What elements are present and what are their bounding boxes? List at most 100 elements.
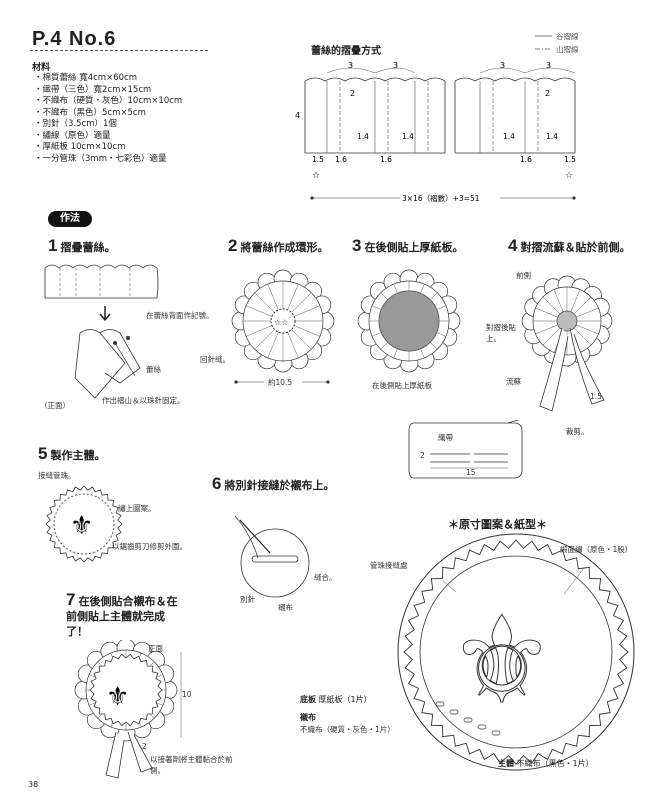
step-7-note-front: 正面 <box>148 644 163 653</box>
step-4-note-cut: 裁剪。 <box>566 427 589 436</box>
step-4-d2: 2 <box>420 451 425 460</box>
step-4-note-ribbon: 織帶 <box>438 433 453 442</box>
step-2-note-stitch: 回針縫。 <box>200 355 230 364</box>
star-icon: ☆☆ <box>274 318 288 327</box>
step-6-note-lining: 襯布 <box>278 603 293 612</box>
step-4-note-front: 前側 <box>516 271 531 280</box>
step-2-note-size: 約10.5 <box>268 378 293 387</box>
dim-1-4: 1.4 <box>402 132 414 141</box>
material-item: 不織布（硬質・灰色）10cm×10cm <box>34 96 183 108</box>
step-5-note-beads: 接縫管珠。 <box>38 471 76 480</box>
material-item: 別針（3.5cm）1個 <box>34 119 182 131</box>
page-title: P.4 No.6 <box>32 28 117 50</box>
dim-1-6: 1.6 <box>520 155 532 164</box>
fleur-de-lis-icon: ⚜ <box>70 511 93 541</box>
pattern-lining-spec: 不織布（硬質・灰色・1片） <box>300 725 395 734</box>
total-length-label: 3×16（褶數）+3=51 <box>402 193 480 203</box>
down-arrow-icon <box>99 306 111 322</box>
pattern-diagram: ⚜ <box>397 533 635 771</box>
material-item: 織帶（三色）寬2cm×15cm <box>34 85 182 97</box>
step-6-note-pin: 別針 <box>240 595 255 604</box>
dim-1-5: 1.5 <box>312 155 324 164</box>
title-divider <box>30 50 208 51</box>
tassel-right <box>127 731 153 773</box>
tassel-left <box>105 731 125 779</box>
dim-3: 3 <box>393 61 398 70</box>
step-2-rosette: ☆☆ <box>231 269 335 373</box>
step-3-rosette <box>357 269 461 373</box>
dim-1-4: 1.4 <box>357 132 369 141</box>
dim-3: 3 <box>348 61 353 70</box>
dim-1-4: 1.4 <box>546 132 558 141</box>
mountain-fold-legend: 山摺線 <box>556 44 579 54</box>
tassel-right <box>569 327 605 405</box>
step-7-note-10: 10 <box>182 690 192 699</box>
folded-lace <box>74 329 126 399</box>
ribbon-callout <box>408 420 523 479</box>
materials-list: 棉質蕾絲 寬4cm×60cm 織帶（三色）寬2cm×15cm 不織布（硬質・灰色… <box>34 73 183 166</box>
step-4-d15a: 1.5 <box>590 392 602 401</box>
step-2-size-line <box>234 376 330 388</box>
dim-1-5: 1.5 <box>564 155 576 164</box>
material-item: 繡線（原色）適量 <box>34 131 182 143</box>
page-number: 38 <box>28 780 39 789</box>
cardboard-disc <box>378 290 440 352</box>
star-mark-icon: ☆ <box>312 171 320 181</box>
material-item: 一分管珠（3mm・七彩色）適量 <box>34 154 182 166</box>
material-item: 厚紙板 10cm×10cm <box>34 142 182 154</box>
step-1-note-lace: 蕾絲 <box>146 365 161 374</box>
pattern-base-board: 底板 厚紙板（1片） <box>300 695 372 704</box>
method-badge: 作法 <box>48 211 92 227</box>
fleur-de-lis-pattern-icon: ⚜ <box>448 592 556 731</box>
step-7-note-stick: 以接著劑將主體黏合於前側。 <box>150 755 233 775</box>
step-4-d15b: 15 <box>466 468 476 477</box>
dim-3: 3 <box>546 61 551 70</box>
lace-strip-body <box>44 268 157 299</box>
step-1-diagram <box>44 264 159 399</box>
step-7-finished: ⚜ <box>74 640 182 779</box>
safety-pin-icon <box>251 555 299 563</box>
center-ring <box>270 308 296 334</box>
lace-edge-left <box>304 77 446 82</box>
dim-1-6: 1.6 <box>335 155 347 164</box>
material-item: 不織布（黑色）5cm×5cm <box>34 108 182 120</box>
step-6-note-sew: 縫合。 <box>314 573 337 582</box>
thread <box>234 515 259 559</box>
dim-3: 3 <box>500 61 505 70</box>
pattern-lining-label: 襯布 <box>300 713 316 722</box>
fleur-de-lis-icon: ⚜ <box>106 682 129 712</box>
materials-heading: 材料 <box>32 63 51 73</box>
star-mark-icon: ☆ <box>565 171 573 181</box>
dim-1-6: 1.6 <box>380 155 392 164</box>
pattern-title: ＊原寸圖案＆紙型＊ <box>448 518 547 531</box>
step-1-note-fix: 作出褶山＆以珠針固定。 <box>102 396 185 405</box>
fold-diagram: 谷摺線 山摺線 3 3 3 3 2 2 4 1.4 1.4 1.4 1.4 1.… <box>295 31 579 205</box>
step-4-note-tassel: 流蘇 <box>506 377 521 386</box>
pattern-main-body: 主體 不織布（黑色・1片） <box>498 759 594 768</box>
valley-fold-legend: 谷摺線 <box>556 31 579 41</box>
step-1-note-front: （正面） <box>40 401 70 410</box>
step-4-diagram <box>521 275 613 412</box>
dim-1-4: 1.4 <box>503 132 515 141</box>
lace-edge-right <box>454 77 576 82</box>
fold-title: 蕾絲的摺疊方式 <box>311 46 381 57</box>
material-item: 棉質蕾絲 寬4cm×60cm <box>34 73 182 85</box>
dim-2: 2 <box>545 89 550 98</box>
tassel-left <box>539 327 569 412</box>
lace-break <box>444 81 456 153</box>
step-6-diagram <box>234 515 310 598</box>
step-1-note-curve: 在蕾絲背面作記號。 <box>146 311 214 320</box>
lining-outline <box>419 555 613 749</box>
main-body-outline <box>403 539 629 765</box>
lining-disc <box>240 528 310 598</box>
dim-4: 4 <box>295 111 300 120</box>
step-4-note-glue: 對摺後貼上。 <box>486 323 516 343</box>
lace-strip-edge <box>44 264 158 269</box>
dim-2: 2 <box>350 89 355 98</box>
